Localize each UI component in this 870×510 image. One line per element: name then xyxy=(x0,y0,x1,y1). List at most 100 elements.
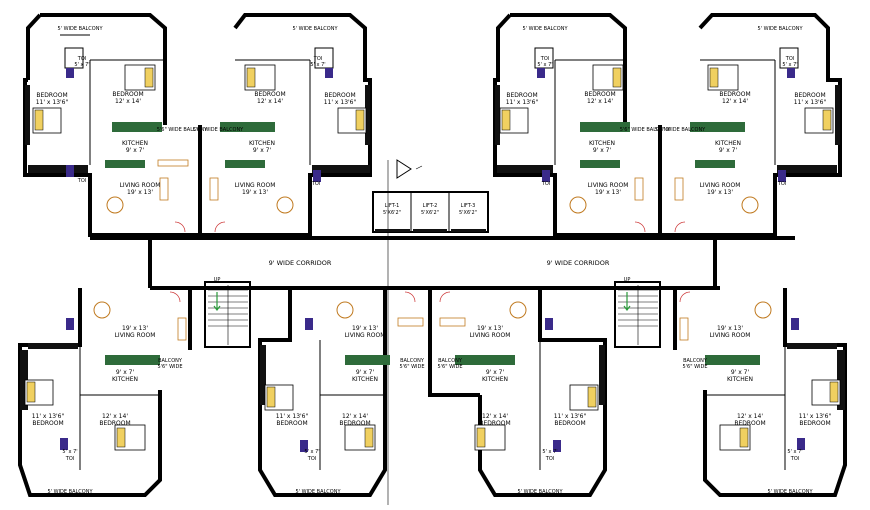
toilet-label-8: TOI xyxy=(790,456,799,462)
kitchen-label-7: KITCHEN xyxy=(482,376,508,383)
lower-balcony-7a: BALCONY xyxy=(438,358,463,364)
bedroom-size-6a: 12' x 14' xyxy=(342,413,368,420)
balcony-label-2: 5' WIDE BALCONY xyxy=(292,26,338,32)
kitchen-label-3: KITCHEN xyxy=(589,140,615,147)
living-label-1: LIVING ROOM xyxy=(120,182,161,189)
lower-balcony-6b: 5'6" WIDE xyxy=(399,364,424,370)
balcony-label-6: 5' WIDE BALCONY xyxy=(295,489,341,495)
bedroom-size-7b: 11' x 13'6" xyxy=(554,413,587,420)
living-label-8: LIVING ROOM xyxy=(710,332,751,339)
kitchen-size-2: 9' x 7' xyxy=(253,147,272,154)
bedroom-label-6a: BEDROOM xyxy=(339,420,370,427)
kitchen-label-8: KITCHEN xyxy=(727,376,753,383)
living-size-6: 19' x 13' xyxy=(352,325,378,332)
toilet-label-1: TOI xyxy=(77,56,86,62)
lower-balcony-5a: BALCONY xyxy=(158,358,183,364)
kitchen-label-5: KITCHEN xyxy=(112,376,138,383)
bedroom-label-5a: BEDROOM xyxy=(99,420,130,427)
toilet-size-3: 5' x 7' xyxy=(537,62,552,68)
unit-bottom-1: 19' x 13' LIVING ROOM 9' x 7' KITCHEN 12… xyxy=(18,288,192,497)
toilet-label-7: TOI xyxy=(545,456,554,462)
living-label-6: LIVING ROOM xyxy=(345,332,386,339)
living-label-7: LIVING ROOM xyxy=(470,332,511,339)
toilet-label-2: TOI xyxy=(313,56,322,62)
living-size-2: 19' x 13' xyxy=(242,189,268,196)
balcony-label-1: 5' WIDE BALCONY xyxy=(57,26,103,32)
kitchen-label-6: KITCHEN xyxy=(352,376,378,383)
bedroom-size-5b: 11' x 13'6" xyxy=(32,413,65,420)
toilet-size-1: 5' x 7' xyxy=(74,62,89,68)
living-label-4: LIVING ROOM xyxy=(700,182,741,189)
bedroom-size-1a: 12' x 14' xyxy=(115,98,141,105)
unit-top-3: 5' WIDE BALCONY BEDROOM 12' x 14' BEDROO… xyxy=(493,13,671,237)
toilet-label-6: TOI xyxy=(307,456,316,462)
bedroom-label-7a: BEDROOM xyxy=(479,420,510,427)
bedroom-label-7b: BEDROOM xyxy=(554,420,585,427)
bedroom-label-1a: BEDROOM xyxy=(112,91,143,98)
living-size-8: 19' x 13' xyxy=(717,325,743,332)
bedroom-size-5a: 12' x 14' xyxy=(102,413,128,420)
balcony-label-8: 5' WIDE BALCONY xyxy=(767,489,813,495)
bedroom-size-8b: 11' x 13'6" xyxy=(799,413,832,420)
bedroom-label-4b: BEDROOM xyxy=(794,92,825,99)
bedroom-label-4a: BEDROOM xyxy=(719,91,750,98)
toilet-size-6: 5' x 7' xyxy=(304,449,319,455)
balcony-label-5: 5' WIDE BALCONY xyxy=(47,489,93,495)
bedroom-size-7a: 12' x 14' xyxy=(482,413,508,420)
kitchen-size-3: 9' x 7' xyxy=(593,147,612,154)
toilet-size-4: 5' x 7' xyxy=(782,62,797,68)
bedroom-size-8a: 12' x 14' xyxy=(737,413,763,420)
kitchen-size-4: 9' x 7' xyxy=(719,147,738,154)
kitchen-size-6: 9' x 7' xyxy=(356,369,375,376)
kitchen-size-8: 9' x 7' xyxy=(731,369,750,376)
lower-balcony-7b: 5'6" WIDE xyxy=(437,364,462,370)
living-size-1: 19' x 13' xyxy=(127,189,153,196)
unit-bottom-3: 19' x 13' LIVING ROOM 9' x 7' KITCHEN 12… xyxy=(428,288,607,497)
bedroom-label-8b: BEDROOM xyxy=(799,420,830,427)
door-swings xyxy=(169,221,691,303)
lift-1-size: 5'X6'2" xyxy=(383,210,401,216)
lift-1-label: LIFT-1 xyxy=(385,203,400,209)
living-size-4: 19' x 13' xyxy=(707,189,733,196)
toilet-label-2c: TOI xyxy=(311,181,320,187)
bedroom-size-4b: 11' x 13'6" xyxy=(794,99,827,106)
kitchen-size-5: 9' x 7' xyxy=(116,369,135,376)
balcony-label-4: 5' WIDE BALCONY xyxy=(757,26,803,32)
lift-3-label: LIFT-3 xyxy=(461,203,476,209)
toilet-label-3c: TOI xyxy=(541,181,550,187)
living-size-7: 19' x 13' xyxy=(477,325,503,332)
lower-balcony-8a: BALCONY xyxy=(683,358,708,364)
kitchen-size-1: 9' x 7' xyxy=(126,147,145,154)
toilet-size-5: 5' x 7' xyxy=(62,449,77,455)
kitchen-size-7: 9' x 7' xyxy=(486,369,505,376)
kitchen-label-4: KITCHEN xyxy=(715,140,741,147)
bedroom-size-3b: 11' x 13'6" xyxy=(506,99,539,106)
stair-right: UP xyxy=(614,277,661,348)
bedroom-label-2a: BEDROOM xyxy=(254,91,285,98)
side-balcony-3: 5'6" WIDE BALCONY xyxy=(620,127,671,133)
unit-bottom-4: 19' x 13' LIVING ROOM 9' x 7' KITCHEN 12… xyxy=(673,288,847,497)
bedroom-size-3a: 12' x 14' xyxy=(587,98,613,105)
corridor-label-left: 9' WIDE CORRIDOR xyxy=(269,259,332,267)
toilet-label-5: TOI xyxy=(65,456,74,462)
bedroom-size-1b: 11' x 13'6" xyxy=(36,99,69,106)
toilet-size-2: 5' x 7' xyxy=(310,62,325,68)
bedroom-size-6b: 11' x 13'6" xyxy=(276,413,309,420)
unit-bottom-2: 19' x 13' LIVING ROOM 9' x 7' KITCHEN 12… xyxy=(258,288,425,497)
toilet-label-3: TOI xyxy=(540,56,549,62)
unit-top-2: 5' WIDE BALCONY BEDROOM 12' x 14' BEDROO… xyxy=(193,13,372,237)
bedroom-size-2b: 11' x 13'6" xyxy=(324,99,357,106)
toilet-size-8: 5' x 7' xyxy=(787,449,802,455)
kitchen-label-1: KITCHEN xyxy=(122,140,148,147)
north-arrow-icon xyxy=(396,159,412,179)
living-label-3: LIVING ROOM xyxy=(588,182,629,189)
lower-balcony-5b: 5'6" WIDE xyxy=(157,364,182,370)
corridor: 9' WIDE CORRIDOR 9' WIDE CORRIDOR xyxy=(90,160,795,505)
lift-2-label: LIFT-2 xyxy=(423,203,438,209)
lower-balcony-8b: 5'6" WIDE xyxy=(682,364,707,370)
side-balcony-2: 5'6" WIDE BALCONY xyxy=(193,127,244,133)
balcony-label-3: 5' WIDE BALCONY xyxy=(522,26,568,32)
stair-left: UP xyxy=(204,277,251,348)
toilet-label-1c: TOI xyxy=(77,178,86,184)
